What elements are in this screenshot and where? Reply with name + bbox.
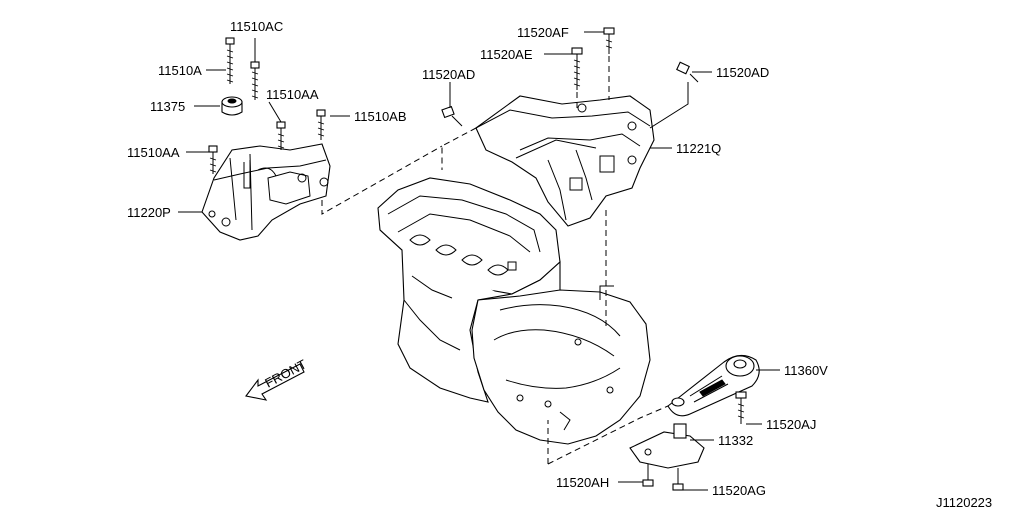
bolt-11510AB <box>316 109 326 140</box>
label-11375: 11375 <box>150 99 185 114</box>
bolt-11520AD-left <box>441 105 463 127</box>
bolt-11520AJ <box>735 391 747 424</box>
front-direction-indicator: FRONT <box>245 356 309 401</box>
front-arrow-icon <box>245 363 305 401</box>
bolt-11520AF <box>603 27 615 54</box>
bolt-11510AA-upper <box>276 121 286 150</box>
torque-rod-11360V <box>667 354 760 417</box>
label-11520AE: 11520AE <box>480 47 533 62</box>
label-11221Q: 11221Q <box>676 141 721 156</box>
bolt-11520AD-right <box>676 61 699 83</box>
label-11510AC: 11510AC <box>230 19 283 34</box>
label-11520AD-right: 11520AD <box>716 65 769 80</box>
label-11520AD-left: 11520AD <box>422 67 475 82</box>
engine-mount-bracket-11220P <box>201 143 331 241</box>
bolt-11520AG <box>672 468 684 491</box>
engine-mount-bracket-11221Q <box>475 95 655 227</box>
label-11510AA-lower: 11510AA <box>127 145 180 160</box>
engine-assembly <box>377 177 651 445</box>
label-11510A: 11510A <box>158 63 202 78</box>
bolt-11520AE <box>571 47 583 90</box>
part-labels: 11510AC 11510A 11375 11510AA 11510AB 115… <box>127 19 992 510</box>
bolt-11520AH <box>642 464 654 487</box>
label-11520AG: 11520AG <box>712 483 766 498</box>
label-11360V: 11360V <box>784 363 828 378</box>
label-11332: 11332 <box>718 433 753 448</box>
label-11510AB: 11510AB <box>354 109 407 124</box>
label-11520AF: 11520AF <box>517 25 569 40</box>
assembly-guide-lines <box>321 56 669 465</box>
bolt-11510AC <box>250 61 260 100</box>
label-11520AJ: 11520AJ <box>766 417 816 432</box>
bolt-11510AA-lower <box>208 145 218 174</box>
insulator-11375 <box>221 96 243 116</box>
exhaust-ports <box>409 234 517 276</box>
label-11520AH: 11520AH <box>556 475 609 490</box>
bolt-11510A <box>225 37 235 84</box>
label-11510AA-upper: 11510AA <box>266 87 319 102</box>
label-11220P: 11220P <box>127 205 171 220</box>
leader-lines <box>178 31 780 491</box>
diagram-id: J1120223 <box>936 495 992 510</box>
bracket-11332 <box>629 423 705 469</box>
